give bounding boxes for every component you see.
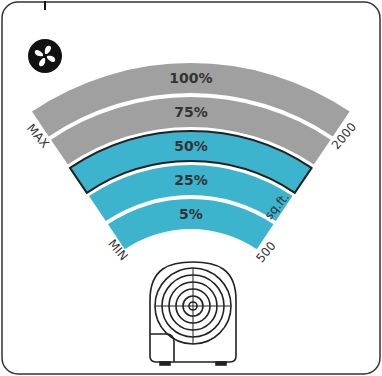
tick-mark [44,1,46,10]
outer-frame [2,2,380,374]
percent-label: 50% [70,137,312,155]
fan-icon [28,39,62,73]
percent-label: 75% [51,103,331,121]
percent-label: 25% [89,171,293,189]
percent-label: 100% [32,69,350,87]
percent-label: 5% [108,205,274,223]
band-outline [108,199,274,249]
fan-device [150,262,236,365]
band-outline [70,131,312,193]
coverage-band-min: 5% [108,199,274,249]
